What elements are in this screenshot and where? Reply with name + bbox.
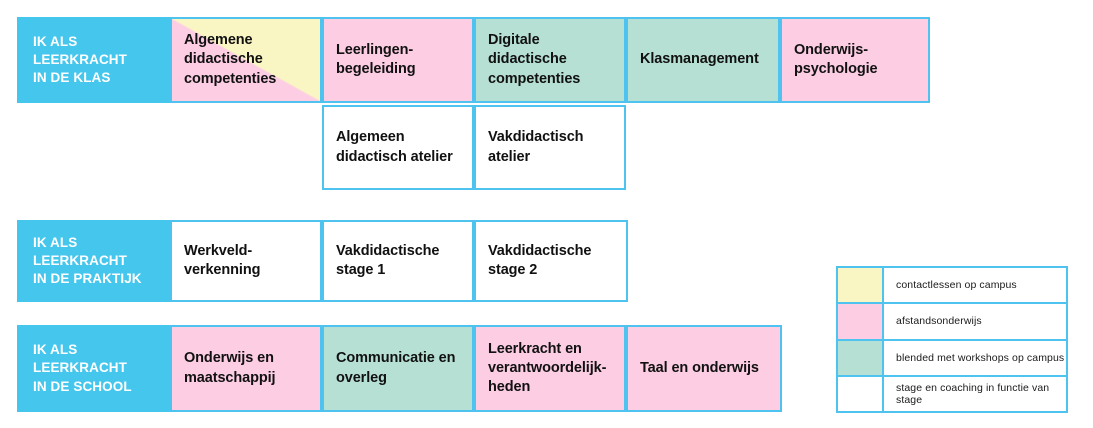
section-header-school-label: IK ALS LEERKRACHT IN DE SCHOOL bbox=[33, 342, 132, 394]
legend-swatch-mint-icon bbox=[838, 340, 884, 375]
course-cell-vakdidactisch-atelier[interactable]: Vakdidactisch atelier bbox=[474, 105, 626, 190]
course-cell-vakdidactische-stage-1[interactable]: Vakdidactische stage 1 bbox=[322, 220, 474, 302]
course-label: Vakdidactisch atelier bbox=[488, 129, 584, 165]
course-cell-taal-en-onderwijs[interactable]: Taal en onderwijs bbox=[626, 325, 782, 412]
course-cell-algemene-didactische-competenties[interactable]: Algemene didactische competenties bbox=[170, 17, 322, 103]
section-header-klas: IK ALS LEERKRACHT IN DE KLAS bbox=[17, 17, 170, 103]
course-cell-leerkracht-en-verantwoordelijkheden[interactable]: Leerkracht en verantwoordelijk- heden bbox=[474, 325, 626, 412]
section-header-klas-label: IK ALS LEERKRACHT IN DE KLAS bbox=[33, 33, 127, 86]
course-cell-communicatie-en-overleg[interactable]: Communicatie en overleg bbox=[322, 325, 474, 412]
legend-label: afstandsonderwijs bbox=[896, 315, 982, 328]
course-label: Algemene didactische competenties bbox=[184, 32, 277, 87]
legend-swatch-pink-icon bbox=[838, 304, 884, 339]
legend-item-blended: blended met workshops op campus bbox=[838, 340, 1066, 377]
course-label: Onderwijs en maatschappij bbox=[184, 350, 276, 386]
course-cell-algemeen-didactisch-atelier[interactable]: Algemeen didactisch atelier bbox=[322, 105, 474, 190]
legend-item-contactlessen: contactlessen op campus bbox=[838, 268, 1066, 305]
course-cell-klasmanagement[interactable]: Klasmanagement bbox=[626, 17, 780, 103]
legend-label: stage en coaching in functie van stage bbox=[896, 381, 1050, 406]
section-header-praktijk-label: IK ALS LEERKRACHT IN DE PRAKTIJK bbox=[33, 234, 142, 287]
course-label: Klasmanagement bbox=[640, 51, 759, 68]
course-label: Algemeen didactisch atelier bbox=[336, 129, 453, 165]
section-header-praktijk: IK ALS LEERKRACHT IN DE PRAKTIJK bbox=[17, 220, 170, 302]
course-label: Leerlingen- begeleiding bbox=[336, 41, 416, 77]
course-label: Taal en onderwijs bbox=[640, 359, 759, 376]
course-label: Vakdidactische stage 1 bbox=[336, 242, 440, 278]
course-cell-leerlingenbegeleiding[interactable]: Leerlingen- begeleiding bbox=[322, 17, 474, 103]
course-cell-digitale-didactische-competenties[interactable]: Digitale didactische competenties bbox=[474, 17, 626, 103]
course-cell-vakdidactische-stage-2[interactable]: Vakdidactische stage 2 bbox=[474, 220, 628, 302]
section-header-school: IK ALS LEERKRACHT IN DE SCHOOL bbox=[17, 325, 170, 412]
legend-item-stage: stage en coaching in functie van stage bbox=[838, 376, 1066, 411]
course-label: Digitale didactische competenties bbox=[488, 32, 581, 87]
course-cell-werkveldverkenning[interactable]: Werkveld- verkenning bbox=[170, 220, 322, 302]
course-cell-onderwijspsychologie[interactable]: Onderwijs- psychologie bbox=[780, 17, 930, 103]
legend-swatch-white-icon bbox=[838, 376, 884, 411]
legend-item-afstandsonderwijs: afstandsonderwijs bbox=[838, 304, 1066, 341]
legend: contactlessen op campus afstandsonderwij… bbox=[836, 266, 1068, 413]
course-label: Vakdidactische stage 2 bbox=[488, 242, 592, 278]
course-label: Communicatie en overleg bbox=[336, 350, 456, 386]
course-label: Leerkracht en verantwoordelijk- heden bbox=[488, 340, 607, 396]
legend-label: blended met workshops op campus bbox=[896, 351, 1065, 364]
legend-swatch-yellow-icon bbox=[838, 268, 884, 303]
legend-label: contactlessen op campus bbox=[896, 279, 1017, 292]
course-label: Werkveld- verkenning bbox=[184, 242, 261, 278]
course-cell-onderwijs-en-maatschappij[interactable]: Onderwijs en maatschappij bbox=[170, 325, 322, 412]
course-label: Onderwijs- psychologie bbox=[794, 41, 878, 77]
